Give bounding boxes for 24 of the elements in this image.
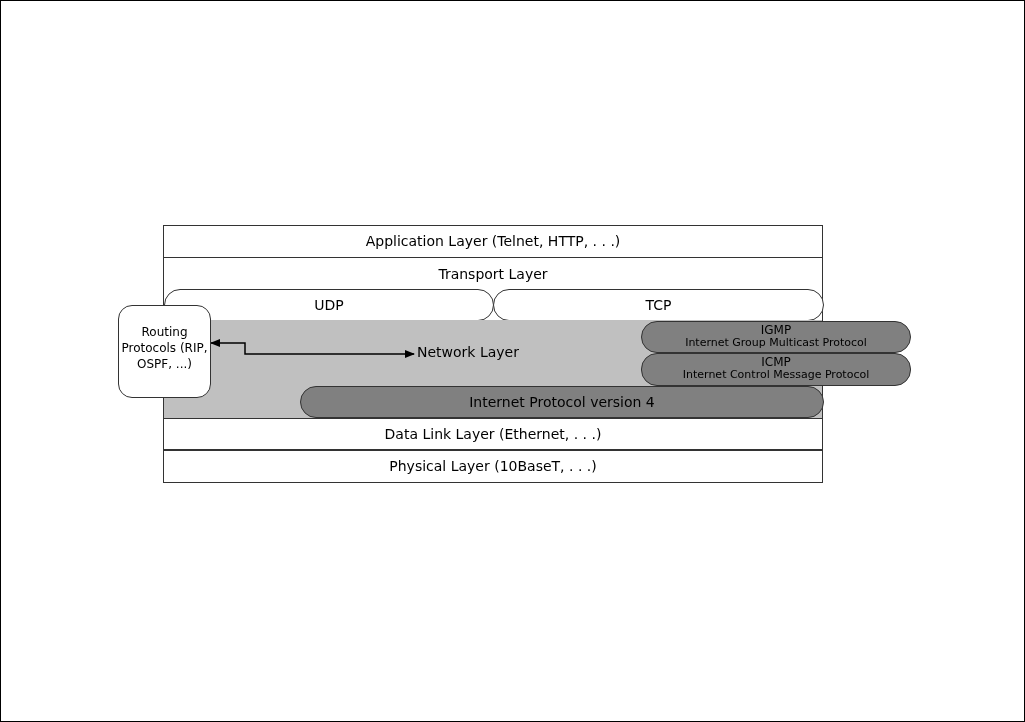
layer-band <box>163 418 823 450</box>
protocol-pill <box>300 386 824 418</box>
protocol-name: IGMP <box>759 323 793 337</box>
protocol-label: TCP <box>644 297 673 313</box>
protocol-pill <box>493 289 824 321</box>
arrow <box>210 339 415 358</box>
layer-label: Physical Layer (10BaseT, . . .) <box>388 458 598 474</box>
protocol-description: Internet Group Multicast Protocol <box>684 336 868 349</box>
protocol-description: Internet Control Message Protocol <box>681 368 871 381</box>
layer-label: Application Layer (Telnet, HTTP, . . .) <box>364 233 622 249</box>
layer-band <box>163 450 823 483</box>
layer-label: Transport Layer <box>437 266 549 282</box>
protocol-pill <box>641 353 911 386</box>
protocol-pill <box>641 321 911 353</box>
protocol-box <box>118 305 211 398</box>
protocol-pill <box>164 289 494 321</box>
protocol-label: UDP <box>313 297 345 313</box>
box-label: Routing Protocols (RIP, OSPF, ...) <box>121 324 208 372</box>
layer-band <box>163 258 823 321</box>
layer-label: Network Layer <box>417 344 519 360</box>
protocol-name: ICMP <box>760 355 792 369</box>
protocol-label: Internet Protocol version 4 <box>468 394 656 410</box>
layer-label: Data Link Layer (Ethernet, . . .) <box>383 426 603 442</box>
layer-band <box>163 225 823 258</box>
